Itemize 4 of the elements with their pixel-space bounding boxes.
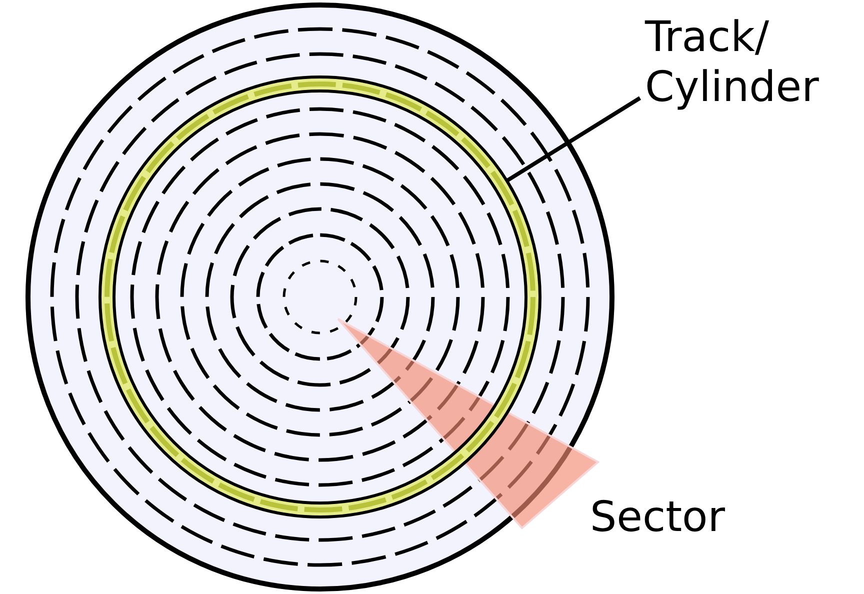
part-label: Sector — [590, 492, 726, 542]
part-label: Track/ Cylinder — [645, 12, 860, 112]
highlighted-track — [98, 76, 542, 518]
leader-line — [506, 96, 642, 182]
